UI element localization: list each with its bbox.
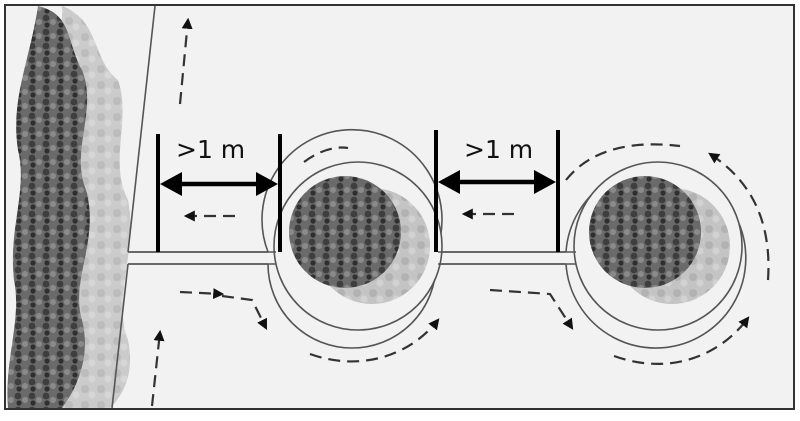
flow-arrow <box>221 294 267 330</box>
spacing-label-right: >1 m <box>464 135 533 164</box>
spacing-label-left: >1 m <box>176 135 245 164</box>
flow-arrow <box>565 143 681 181</box>
flow-arrow <box>613 316 750 365</box>
flow-arrow <box>708 152 770 281</box>
dimension-right: >1 m <box>434 130 560 252</box>
tree-left <box>273 161 443 331</box>
flow-arrow <box>179 288 225 300</box>
flow-arrow <box>178 17 193 105</box>
flow-arrow <box>303 146 349 163</box>
strip-lines <box>128 251 576 265</box>
flow-arrow <box>150 329 165 407</box>
flow-arrow <box>489 288 574 330</box>
hedge <box>7 6 131 408</box>
tree-right <box>573 161 743 331</box>
dimension-left: >1 m <box>156 134 282 252</box>
flow-arrow <box>309 318 440 363</box>
flow-arrows <box>150 17 770 407</box>
